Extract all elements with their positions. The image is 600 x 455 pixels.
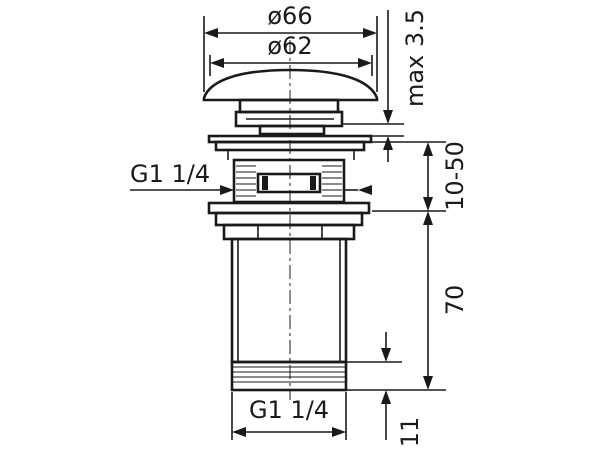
thread-upper-label: G1 1/4 <box>130 160 210 188</box>
dim-thread-upper: G1 1/4 <box>130 160 372 195</box>
thread-length-label: 11 <box>396 417 424 448</box>
threaded-body <box>232 158 346 204</box>
dim-outer-diameter: ø66 <box>203 2 378 92</box>
body-length-label: 70 <box>441 285 469 316</box>
dim-body-length: 70 <box>346 211 469 391</box>
lower-thread <box>230 360 348 392</box>
dim-max-height: max 3.5 <box>342 9 429 162</box>
max-height-label: max 3.5 <box>401 9 429 107</box>
dim-thread-length: 11 <box>346 332 424 447</box>
thread-lower-label: G1 1/4 <box>249 396 329 424</box>
dim-inner-diameter: ø62 <box>209 32 373 76</box>
clamp-nut <box>207 201 371 241</box>
clamp-range-label: 10-50 <box>441 141 469 211</box>
lower-pipe <box>230 237 348 364</box>
inner-diameter-label: ø62 <box>267 32 312 60</box>
dim-clamp-range: 10-50 <box>372 141 469 212</box>
dim-thread-lower: G1 1/4 <box>231 392 347 440</box>
plug-cap <box>202 68 379 136</box>
outer-diameter-label: ø66 <box>267 2 312 30</box>
